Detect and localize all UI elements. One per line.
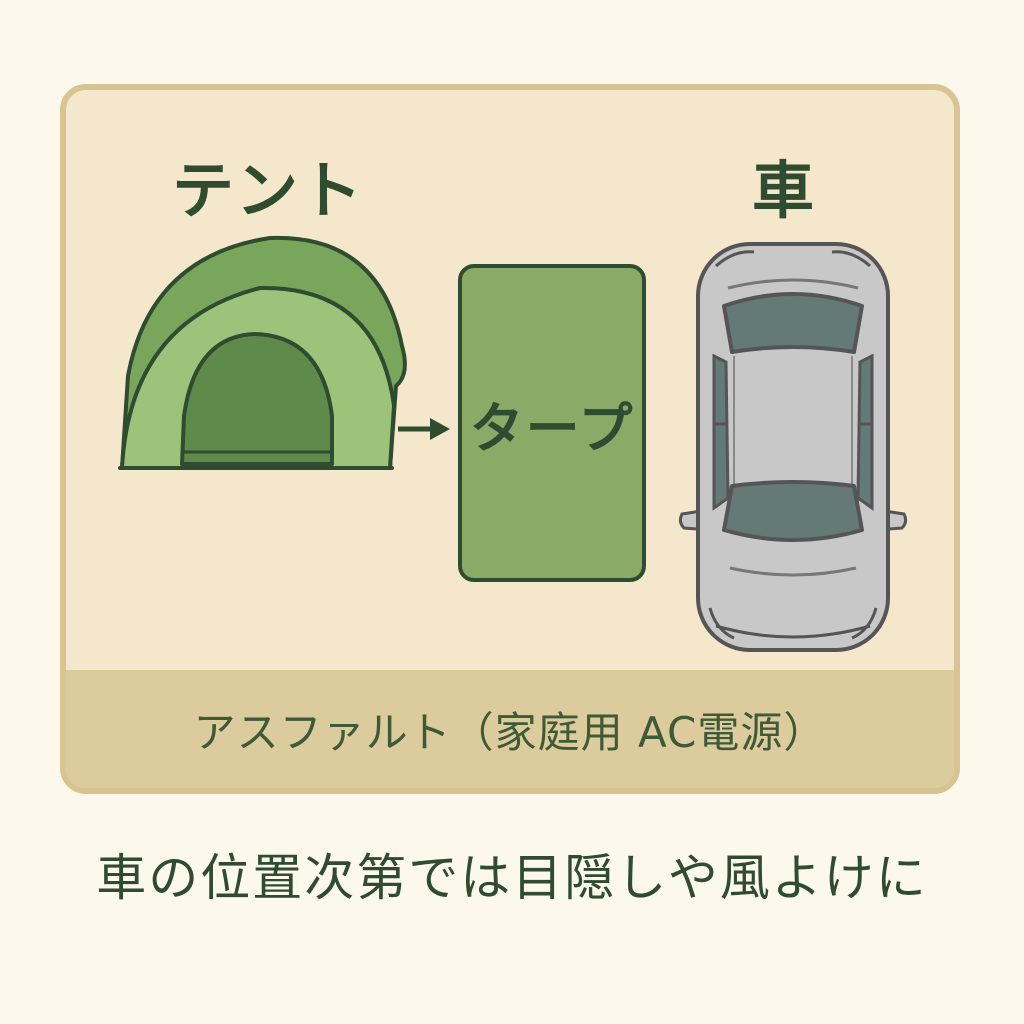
tent-title: テント: [172, 154, 365, 227]
ground-strip: アスファルト（家庭用 AC電源）: [66, 670, 954, 788]
ground-label: アスファルト（家庭用 AC電源）: [193, 707, 827, 757]
car-title: 車: [752, 154, 815, 227]
tent-icon: [118, 235, 407, 470]
caption-text: 車の位置次第では目隠しや風よけに: [96, 849, 928, 907]
car-icon: [678, 242, 908, 652]
tarp-sheet: タープ: [458, 264, 646, 582]
arrow-right-icon: [398, 418, 450, 440]
tarp-label: タープ: [469, 396, 635, 460]
